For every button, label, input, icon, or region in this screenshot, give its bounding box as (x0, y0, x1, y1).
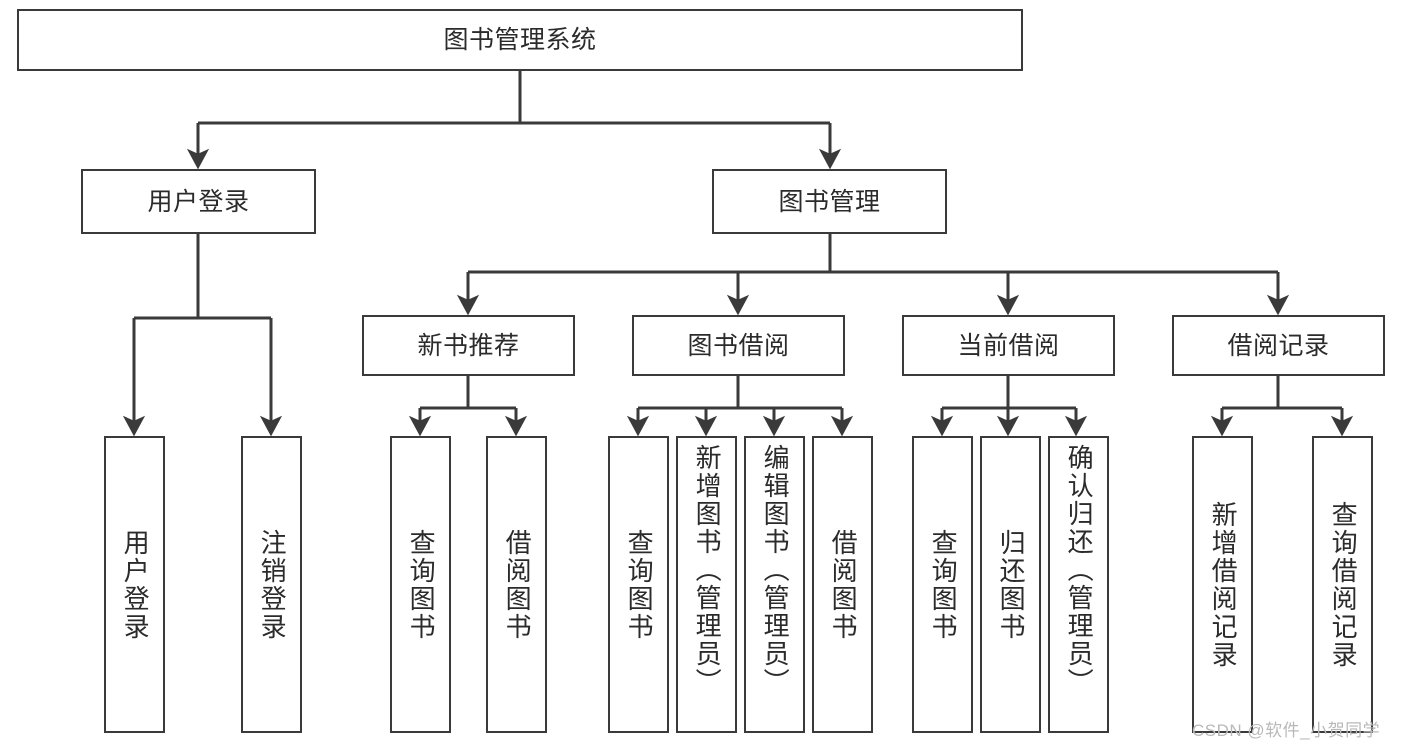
leaf-edit-book-admin[interactable]: 编辑图书（管理员） (744, 436, 805, 733)
leaf-return-book[interactable]: 归还图书 (980, 436, 1041, 733)
leaf-borrow-book[interactable]: 借阅图书 (812, 436, 873, 733)
csdn-watermark: CSDN @软件_小贺同学 (1192, 721, 1381, 740)
leaf-user-login[interactable]: 用户登录 (104, 436, 165, 733)
node-label: 编辑图书（管理员） (760, 444, 791, 696)
node-label: 当前借阅 (957, 331, 1060, 360)
leaf-query-book-current[interactable]: 查询图书 (912, 436, 973, 733)
node-label: 用户登录 (147, 187, 250, 216)
node-label: 查询图书 (406, 528, 437, 641)
node-label: 查询图书 (928, 528, 959, 641)
node-label: 图书管理 (778, 187, 881, 216)
node-label: 归还图书 (996, 528, 1027, 641)
node-current-borrow[interactable]: 当前借阅 (902, 315, 1115, 376)
node-label: 借阅记录 (1227, 331, 1330, 360)
node-book-borrow[interactable]: 图书借阅 (632, 315, 845, 376)
leaf-query-borrow-record[interactable]: 查询借阅记录 (1312, 436, 1373, 733)
node-new-book-recommend[interactable]: 新书推荐 (362, 315, 575, 376)
node-label: 借阅图书 (828, 528, 859, 641)
leaf-logout[interactable]: 注销登录 (241, 436, 302, 733)
node-root-system[interactable]: 图书管理系统 (17, 9, 1023, 71)
leaf-add-book-admin[interactable]: 新增图书（管理员） (676, 436, 737, 733)
node-label: 新书推荐 (417, 331, 520, 360)
node-user-login[interactable]: 用户登录 (81, 169, 316, 234)
leaf-borrow-book-recommend[interactable]: 借阅图书 (486, 436, 547, 733)
node-label: 查询图书 (624, 528, 655, 641)
node-label: 确认归还（管理员） (1064, 444, 1095, 696)
node-label: 查询借阅记录 (1328, 500, 1359, 669)
node-label: 注销登录 (257, 528, 288, 641)
node-label: 新增图书（管理员） (692, 444, 723, 696)
node-label: 图书借阅 (687, 331, 790, 360)
node-book-management[interactable]: 图书管理 (712, 169, 947, 234)
node-label: 借阅图书 (502, 528, 533, 641)
leaf-confirm-return-admin[interactable]: 确认归还（管理员） (1048, 436, 1109, 733)
node-borrow-record[interactable]: 借阅记录 (1172, 315, 1385, 376)
leaf-add-borrow-record[interactable]: 新增借阅记录 (1192, 436, 1253, 733)
node-label: 图书管理系统 (443, 26, 597, 54)
node-label: 用户登录 (120, 528, 151, 641)
leaf-query-book-borrow[interactable]: 查询图书 (608, 436, 669, 733)
node-label: 新增借阅记录 (1208, 500, 1239, 669)
leaf-query-book-recommend[interactable]: 查询图书 (390, 436, 451, 733)
